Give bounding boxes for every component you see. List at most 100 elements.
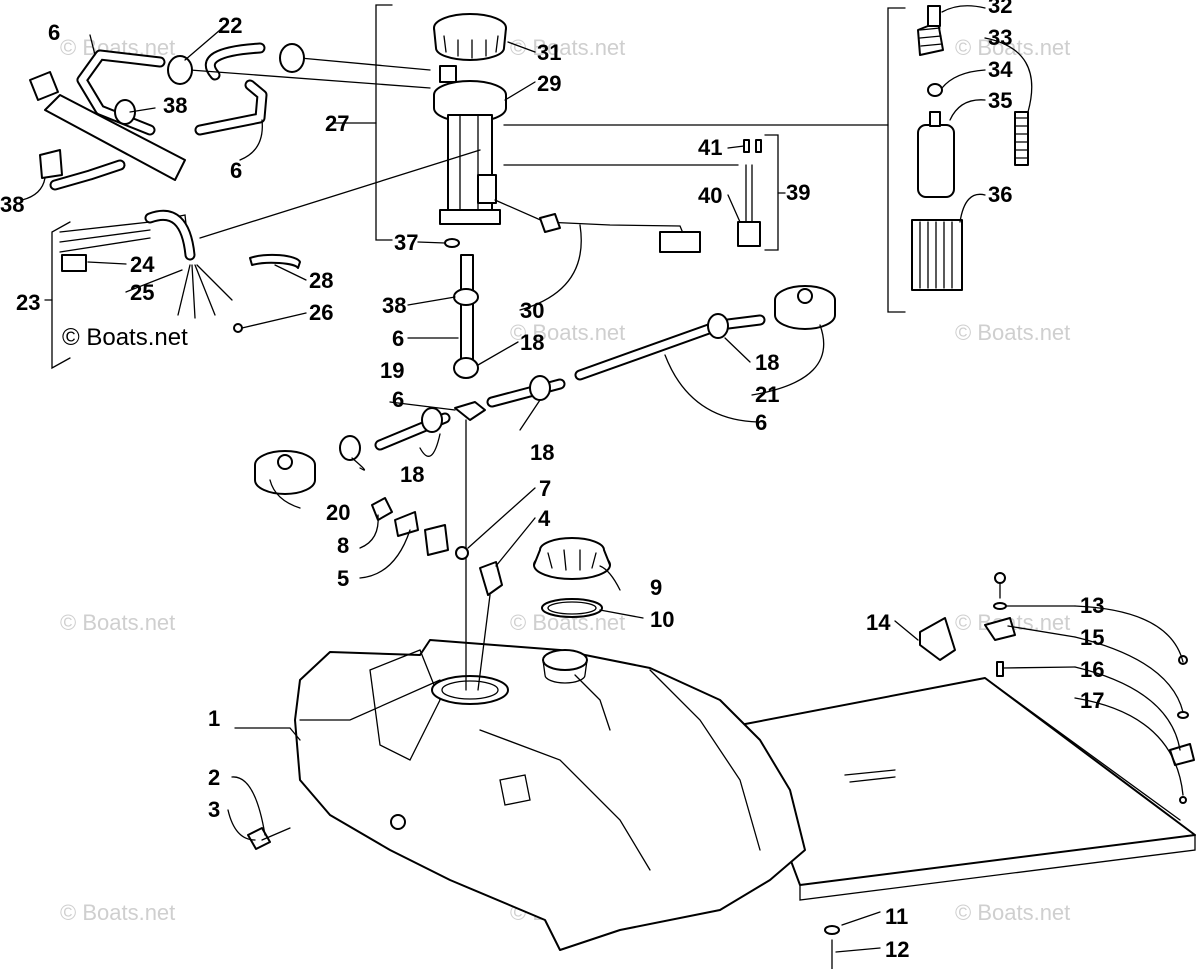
vent-valve-4 xyxy=(479,561,503,596)
vent-elbow-8 xyxy=(371,497,393,521)
detail-box-frame xyxy=(887,7,906,313)
callout-36: 36 xyxy=(988,182,1012,207)
harness-connector xyxy=(659,231,701,253)
callout-38a: 38 xyxy=(163,93,187,118)
callout-32: 32 xyxy=(988,0,1012,18)
callout-38b: 38 xyxy=(0,192,24,217)
tank-cap-21 xyxy=(774,285,836,330)
callout-30: 30 xyxy=(520,298,544,323)
fuel-rail-group xyxy=(29,42,431,191)
watermark-9: © Boats.net xyxy=(60,900,175,925)
callout-40: 40 xyxy=(698,183,722,208)
callout-41: 41 xyxy=(698,135,722,160)
callout-10: 10 xyxy=(650,607,674,632)
clamp-upper-2 xyxy=(279,43,305,73)
fuel-supply-line xyxy=(254,254,836,691)
tee-fitting-19 xyxy=(454,401,486,421)
callout-18d: 18 xyxy=(530,440,554,465)
watermark-5: © Boats.net xyxy=(955,320,1070,345)
callout-9: 9 xyxy=(650,575,662,600)
callout-24: 24 xyxy=(130,252,155,277)
sensor-body xyxy=(737,221,761,247)
callout-20: 20 xyxy=(326,500,350,525)
callout-38c: 38 xyxy=(382,293,406,318)
rail-injector-fitting xyxy=(39,149,63,179)
brand-text: © Boats.net xyxy=(62,324,188,351)
wiring-harness-group xyxy=(51,209,301,370)
callout-12: 12 xyxy=(885,937,909,962)
outlet-fitting xyxy=(927,5,941,27)
callout-15: 15 xyxy=(1080,625,1104,650)
callout-6b: 6 xyxy=(230,158,242,183)
sensor-pin-2 xyxy=(755,139,762,153)
callout-6a: 6 xyxy=(48,20,60,45)
callout-27: 27 xyxy=(325,111,349,136)
fuel-tank-assembly xyxy=(247,639,1196,951)
filler-cap-group xyxy=(533,537,611,618)
watermark-4: © Boats.net xyxy=(510,320,625,345)
tank-filler-neck xyxy=(542,649,588,671)
sender-harness xyxy=(494,199,701,253)
callout-4: 4 xyxy=(538,506,551,531)
callout-39: 39 xyxy=(786,180,810,205)
callout-18c: 18 xyxy=(400,462,424,487)
clamp-upper-1 xyxy=(167,55,193,85)
callout-18a: 18 xyxy=(520,330,544,355)
harness-plug xyxy=(61,254,87,272)
sensor-box-frame xyxy=(764,134,779,251)
fuel-tank xyxy=(294,639,806,951)
watermark-11: © Boats.net xyxy=(955,900,1070,925)
pump-filter-sock xyxy=(911,219,963,291)
callout-19: 19 xyxy=(380,358,404,383)
leader-lines xyxy=(21,5,1184,953)
pump-spring xyxy=(1014,111,1029,166)
callout-2: 2 xyxy=(208,765,220,790)
callout-11: 11 xyxy=(885,904,908,929)
watermark-3: © Boats.net xyxy=(955,35,1070,60)
electric-fuel-pump xyxy=(917,124,955,198)
sensor-pin-1 xyxy=(743,139,750,153)
callout-34: 34 xyxy=(988,57,1013,82)
callout-17: 17 xyxy=(1080,688,1104,713)
clamp-18-right xyxy=(529,375,551,401)
callout-5: 5 xyxy=(337,566,349,591)
washer-11 xyxy=(824,925,840,935)
callout-37: 37 xyxy=(394,230,418,255)
drain-fitting xyxy=(390,814,406,830)
callout-8: 8 xyxy=(337,533,349,558)
callout-16: 16 xyxy=(1080,657,1104,682)
callout-6e: 6 xyxy=(755,410,767,435)
vent-hose-5a xyxy=(394,511,419,537)
clamp-18-vertical xyxy=(453,357,479,379)
vent-line-group xyxy=(371,497,503,691)
callout-labels: 1 2 3 4 5 6 6 6 6 6 7 8 9 10 11 12 13 14… xyxy=(0,0,1104,962)
clamp-18-left-1 xyxy=(339,435,361,461)
clamp-38-mid xyxy=(453,288,479,306)
pump-outlet xyxy=(439,65,457,83)
clamp-18-left-2 xyxy=(421,407,443,433)
tank-cap-20 xyxy=(254,450,316,495)
fuel-pump-module xyxy=(433,13,507,248)
callout-6c: 6 xyxy=(392,326,404,351)
callout-13: 13 xyxy=(1080,593,1104,618)
clamp-rail xyxy=(114,99,136,125)
callout-18b: 18 xyxy=(755,350,779,375)
callout-31: 31 xyxy=(537,40,561,65)
callout-6d: 6 xyxy=(392,387,404,412)
callout-25: 25 xyxy=(130,280,154,305)
callout-21: 21 xyxy=(755,382,779,407)
washer-15 xyxy=(993,602,1007,610)
callout-28: 28 xyxy=(309,268,333,293)
float-sensor xyxy=(737,139,762,247)
bracket-14 xyxy=(919,617,956,661)
callout-7: 7 xyxy=(539,476,551,501)
spacer-17 xyxy=(996,661,1004,677)
watermark-2: © Boats.net xyxy=(510,35,625,60)
vent-hose-5b xyxy=(424,524,449,556)
supply-tube-vertical xyxy=(460,254,474,376)
harness-screw xyxy=(233,323,243,333)
callout-23: 23 xyxy=(16,290,40,315)
pump-seal xyxy=(927,83,943,97)
clip-16 xyxy=(984,617,1016,641)
